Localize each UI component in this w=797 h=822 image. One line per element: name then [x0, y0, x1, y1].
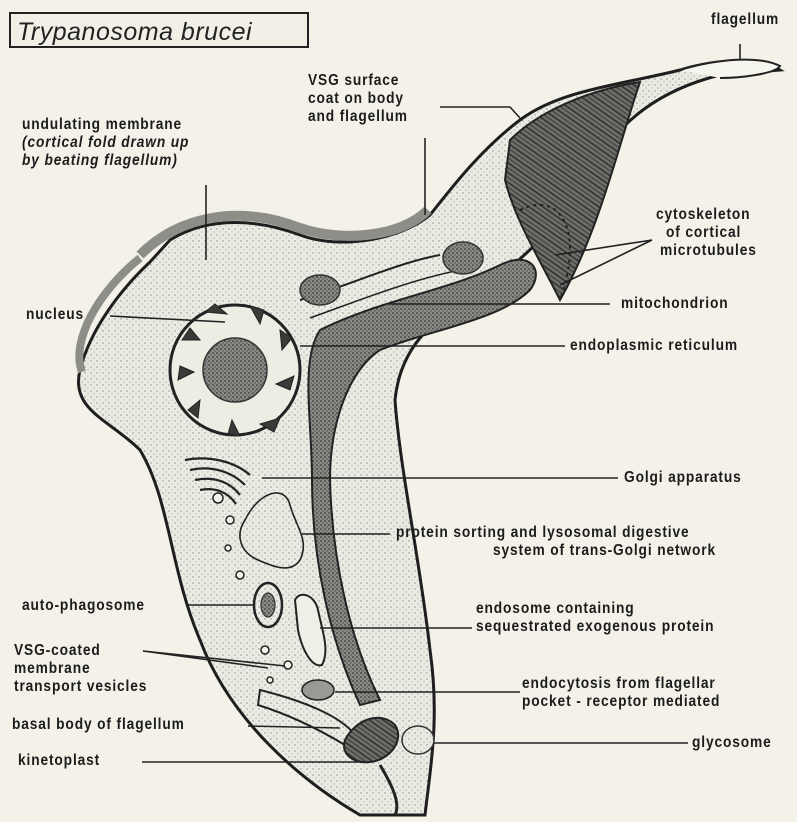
label-cytoskeleton-1: cytoskeleton	[656, 206, 750, 224]
label-sorting-2: system of trans-Golgi network	[493, 542, 716, 560]
label-vsg-coat-3: and flagellum	[308, 108, 408, 126]
label-mitochondrion: mitochondrion	[621, 295, 728, 313]
nucleus-shape	[170, 304, 300, 436]
label-undulating-note-1: (cortical fold drawn up	[22, 134, 189, 152]
label-glycosome: glycosome	[692, 734, 772, 752]
label-endocytosis-2: pocket - receptor mediated	[522, 693, 720, 711]
label-vesicles-1: VSG-coated	[14, 642, 101, 660]
label-undulating-note-2: by beating flagellum)	[22, 152, 178, 170]
label-autophagosome: auto-phagosome	[22, 597, 145, 615]
label-undulating-membrane: undulating membrane	[22, 116, 182, 134]
glycosome-blob	[443, 242, 483, 274]
label-cytoskeleton-3: microtubules	[660, 242, 757, 260]
label-flagellum: flagellum	[711, 11, 779, 29]
label-cytoskeleton-2: of cortical	[666, 224, 741, 242]
glycosome-blob	[300, 275, 340, 305]
glycosome-shape	[402, 726, 434, 754]
label-endosome-1: endosome containing	[476, 600, 635, 618]
label-nucleus: nucleus	[26, 306, 84, 324]
label-basal-body: basal body of flagellum	[12, 716, 185, 734]
label-endosome-2: sequestrated exogenous protein	[476, 618, 714, 636]
label-vsg-coat-2: coat on body	[308, 90, 404, 108]
label-endoplasmic-reticulum: endoplasmic reticulum	[570, 337, 738, 355]
label-endocytosis-1: endocytosis from flagellar	[522, 675, 716, 693]
label-vsg-coat-1: VSG surface	[308, 72, 399, 90]
label-golgi: Golgi apparatus	[624, 469, 742, 487]
label-sorting-1: protein sorting and lysosomal digestive	[396, 524, 690, 542]
label-vesicles-3: transport vesicles	[14, 678, 147, 696]
endocytic-vesicle	[302, 680, 334, 700]
label-vesicles-2: membrane	[14, 660, 90, 678]
label-kinetoplast: kinetoplast	[18, 752, 100, 770]
